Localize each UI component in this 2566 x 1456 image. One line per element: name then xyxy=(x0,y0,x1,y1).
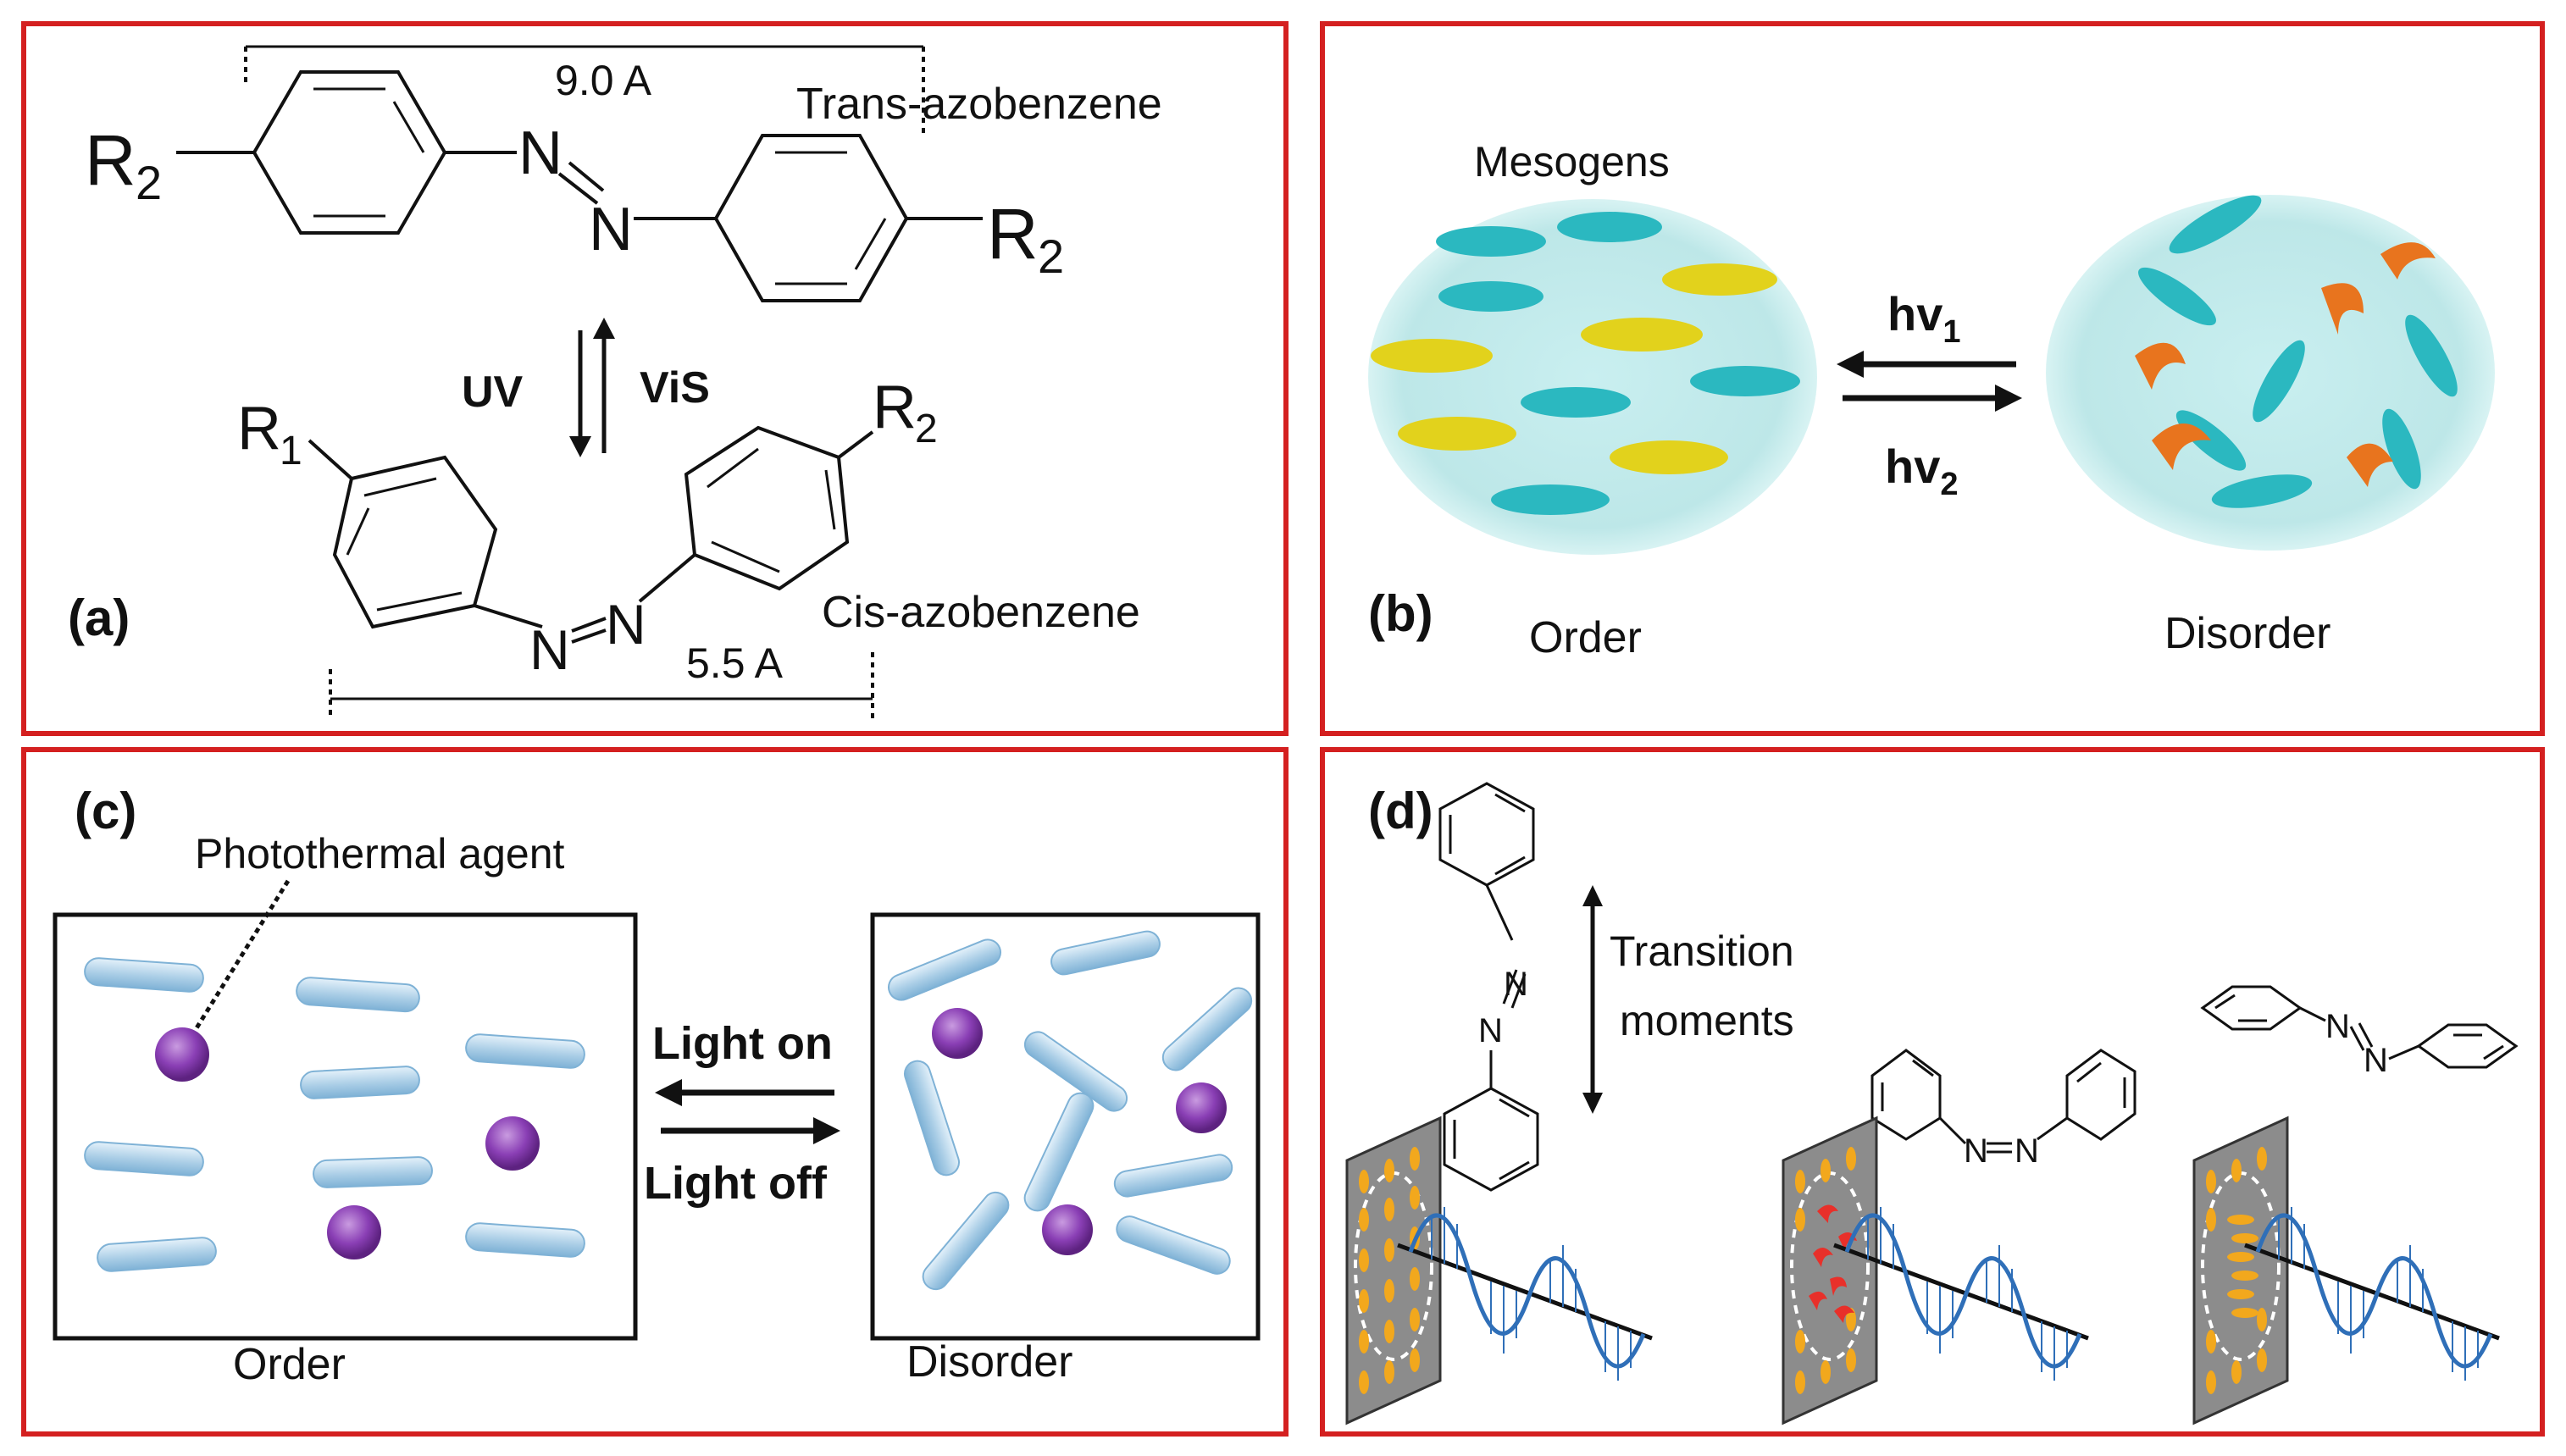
light-wave-3 xyxy=(2244,1207,2500,1381)
svg-text:N: N xyxy=(529,618,570,681)
trans-distance-label: 9.0 A xyxy=(555,57,652,104)
azobenzene-horizontal: N N xyxy=(2200,985,2519,1079)
uv-vis-equilibrium-arrows: UV ViS xyxy=(462,318,710,457)
svg-text:R: R xyxy=(85,120,136,200)
svg-text:N: N xyxy=(2325,1008,2350,1045)
svg-text:R: R xyxy=(237,395,281,462)
azobenzene-vertical: N N xyxy=(1438,782,1539,1192)
svg-text:2: 2 xyxy=(136,156,162,209)
mesogens-label: Mesogens xyxy=(1474,138,1670,185)
trans-azobenzene-structure: R 2 N N R 2 xyxy=(85,70,1064,302)
disorder-agents xyxy=(932,1008,1227,1255)
order-box xyxy=(53,912,638,1341)
cis-azobenzene-structure: R 1 N N R 2 xyxy=(237,374,938,681)
panel-d-border xyxy=(1320,747,2545,1437)
order-rods xyxy=(84,957,585,1272)
svg-text:N: N xyxy=(2364,1042,2388,1079)
panel-a-border xyxy=(21,21,1289,736)
svg-text:1: 1 xyxy=(280,429,302,473)
light-arrows: Light on Light off xyxy=(644,1018,840,1209)
light-off-label: Light off xyxy=(644,1158,828,1209)
svg-text:N: N xyxy=(606,593,646,656)
svg-text:N: N xyxy=(589,196,633,263)
plate-3 xyxy=(2192,1116,2289,1426)
light-wave-2 xyxy=(1833,1207,2089,1381)
order-agents xyxy=(155,1027,540,1259)
light-wave-1 xyxy=(1397,1207,1653,1381)
panel-c: (c) Photothermal agent Light on Light xyxy=(21,747,1289,1437)
transition-label-1: Transition xyxy=(1610,927,1794,975)
panel-c-border xyxy=(21,747,1289,1437)
svg-text:2: 2 xyxy=(915,407,938,451)
transition-label-2: moments xyxy=(1620,997,1794,1044)
light-on-label: Light on xyxy=(652,1018,833,1069)
disorder-rods xyxy=(888,930,1253,1291)
svg-text:N: N xyxy=(2015,1132,2039,1170)
panel-c-label: (c) xyxy=(75,783,136,839)
svg-text:N: N xyxy=(518,119,563,187)
azobenzene-cis-d: N N xyxy=(1870,1049,2136,1170)
photothermal-agent-label: Photothermal agent xyxy=(195,830,565,877)
trans-azobenzene-label: Trans-azobenzene xyxy=(796,80,1162,129)
svg-text:N: N xyxy=(1478,1012,1503,1049)
uv-label: UV xyxy=(462,368,524,417)
panel-d-label: (d) xyxy=(1368,783,1433,839)
svg-text:R: R xyxy=(873,374,917,441)
svg-text:2: 2 xyxy=(1038,230,1064,283)
hv-equilibrium-arrows: hv1 hv2 xyxy=(1837,287,2022,502)
panel-b-label: (b) xyxy=(1368,585,1433,642)
panel-b: Mesogens hv1 hv2 xyxy=(1320,21,2545,736)
panel-a: 9.0 A Trans-azobenzene R 2 N N R 2 xyxy=(21,21,1289,736)
order-label-c: Order xyxy=(233,1340,346,1389)
plate-1 xyxy=(1345,1116,1442,1426)
panel-d: (d) N N Transition moments xyxy=(1320,747,2545,1437)
svg-text:R: R xyxy=(987,194,1039,274)
panel-b-border xyxy=(1320,21,2545,736)
agent-pointer xyxy=(188,879,291,1039)
disorder-mesogens xyxy=(2135,195,2458,508)
order-mesogens xyxy=(1371,212,1800,515)
hv2-label: hv2 xyxy=(1885,440,1959,502)
disorder-label-b: Disorder xyxy=(2164,609,2331,658)
cis-distance-label: 5.5 A xyxy=(686,639,784,687)
disorder-box xyxy=(870,912,1261,1341)
order-label-b: Order xyxy=(1529,613,1642,662)
cis-azobenzene-label: Cis-azobenzene xyxy=(822,588,1140,637)
panel-a-label: (a) xyxy=(68,590,130,646)
plate-2 xyxy=(1782,1116,1878,1426)
vis-label: ViS xyxy=(640,363,710,412)
disorder-label-c: Disorder xyxy=(906,1337,1073,1387)
hv1-label: hv1 xyxy=(1887,287,1961,350)
svg-text:N: N xyxy=(1964,1132,1988,1170)
